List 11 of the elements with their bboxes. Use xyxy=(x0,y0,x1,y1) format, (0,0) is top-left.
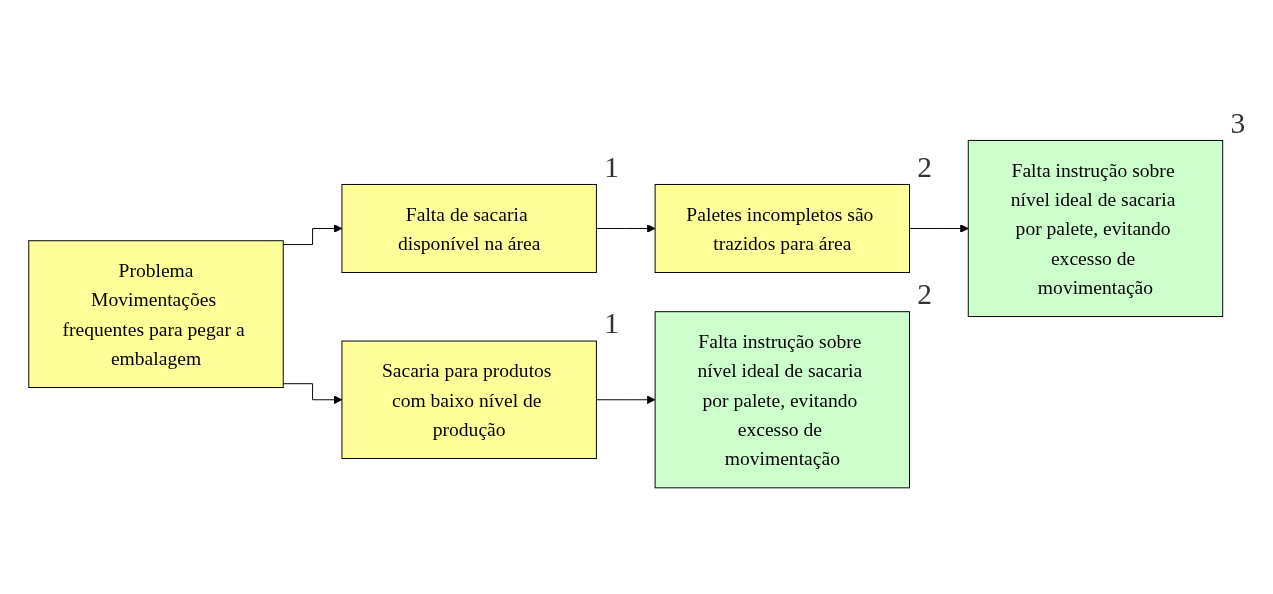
node-box: Falta instrução sobre nível ideal de sacaria por palete, evitando excesso de movimentação xyxy=(654,311,910,489)
node-box: Falta de sacaria disponível na área xyxy=(340,183,597,273)
step-number: 1 xyxy=(603,150,619,183)
node-box: Problema Movimentações frequentes para pegar a embalagem xyxy=(27,240,284,388)
node-box: Paletes incompletos são trazidos para área xyxy=(654,183,910,273)
node-box: Falta instrução sobre nível ideal de sacaria por palete, evitando excesso de movimentação xyxy=(967,139,1223,318)
step-number: 3 xyxy=(1230,106,1245,139)
step-number: 1 xyxy=(603,307,619,340)
step-number: 2 xyxy=(916,277,932,310)
node-box: Sacaria para produtos com baixo nível de produção xyxy=(340,340,597,459)
step-number: 2 xyxy=(916,150,932,183)
